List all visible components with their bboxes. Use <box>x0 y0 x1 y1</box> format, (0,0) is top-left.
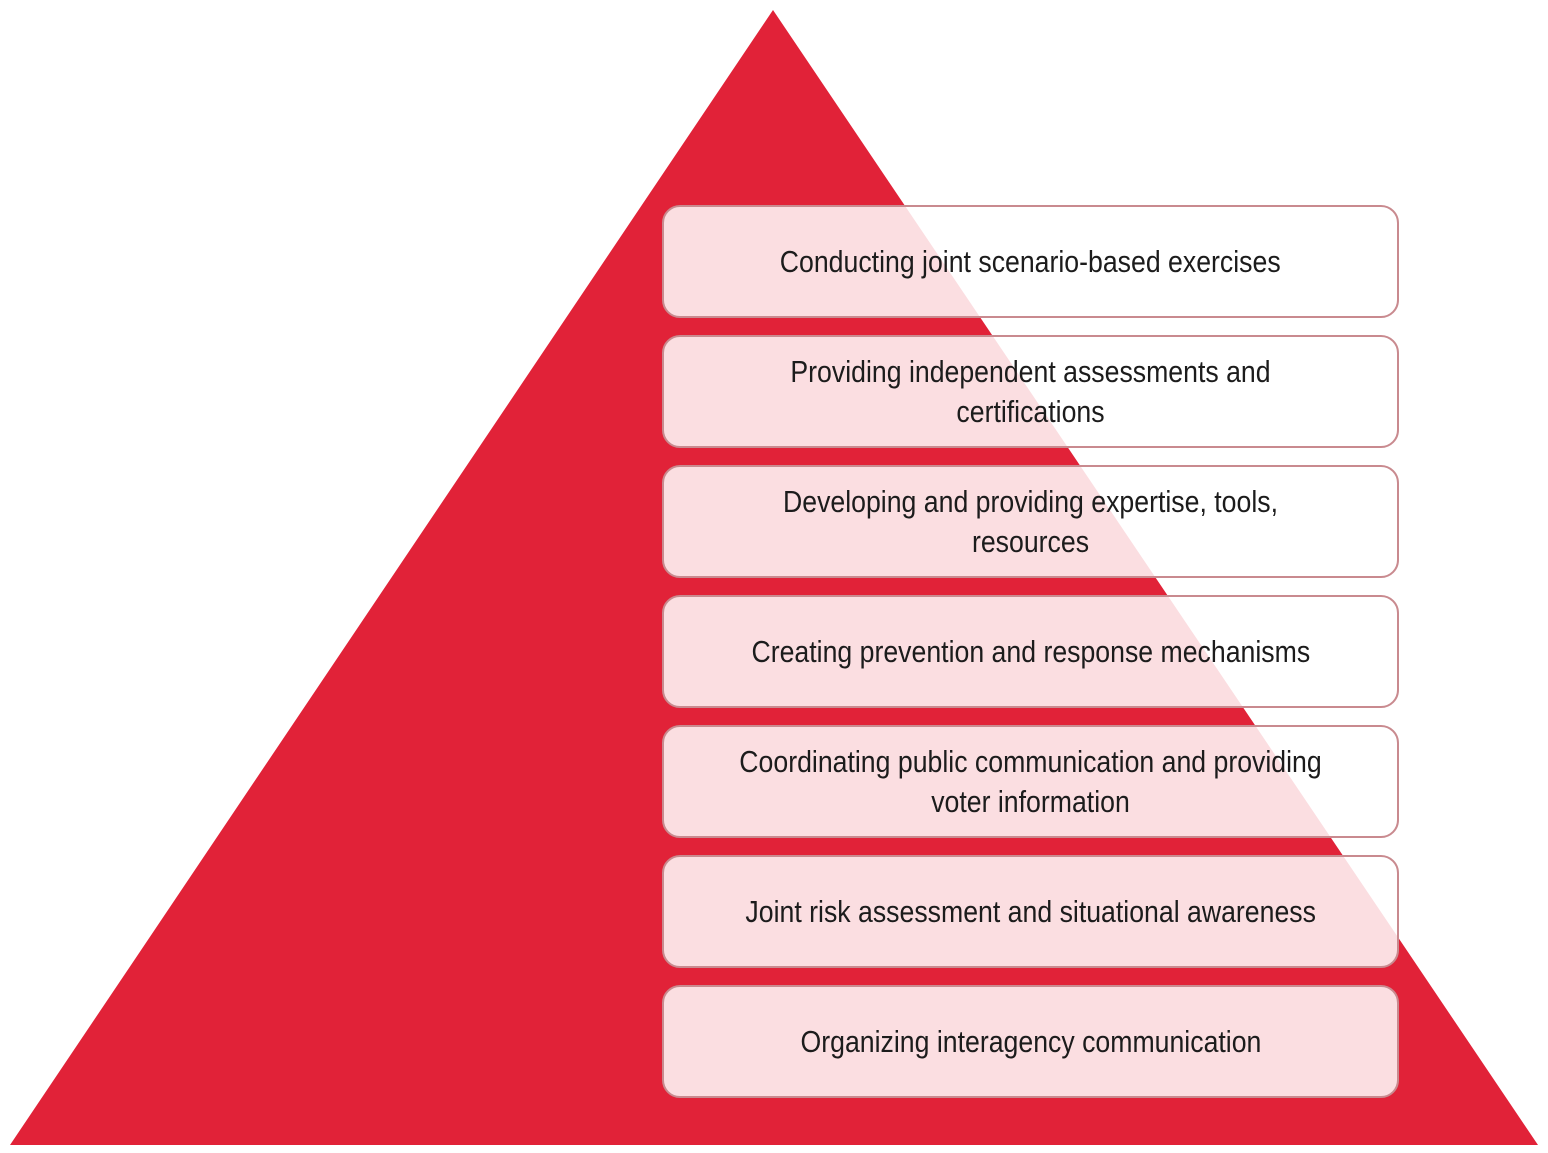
level-box-3: Developing and providing expertise, tool… <box>662 465 1399 578</box>
level-label-5: Coordinating public communication and pr… <box>739 743 1322 819</box>
level-label-7: Organizing interagency communication <box>800 1023 1261 1059</box>
level-label-6: Joint risk assessment and situational aw… <box>745 893 1316 929</box>
level-box-2: Providing independent assessments and ce… <box>662 335 1399 448</box>
level-box-1: Conducting joint scenario-based exercise… <box>662 205 1399 318</box>
level-label-3: Developing and providing expertise, tool… <box>782 483 1278 559</box>
level-label-1: Conducting joint scenario-based exercise… <box>780 243 1281 279</box>
level-label-2: Providing independent assessments and ce… <box>790 353 1271 429</box>
level-box-6: Joint risk assessment and situational aw… <box>662 855 1399 968</box>
level-box-4: Creating prevention and response mechani… <box>662 595 1399 708</box>
level-box-5: Coordinating public communication and pr… <box>662 725 1399 838</box>
level-label-4: Creating prevention and response mechani… <box>751 633 1310 669</box>
level-box-7: Organizing interagency communication <box>662 985 1399 1098</box>
